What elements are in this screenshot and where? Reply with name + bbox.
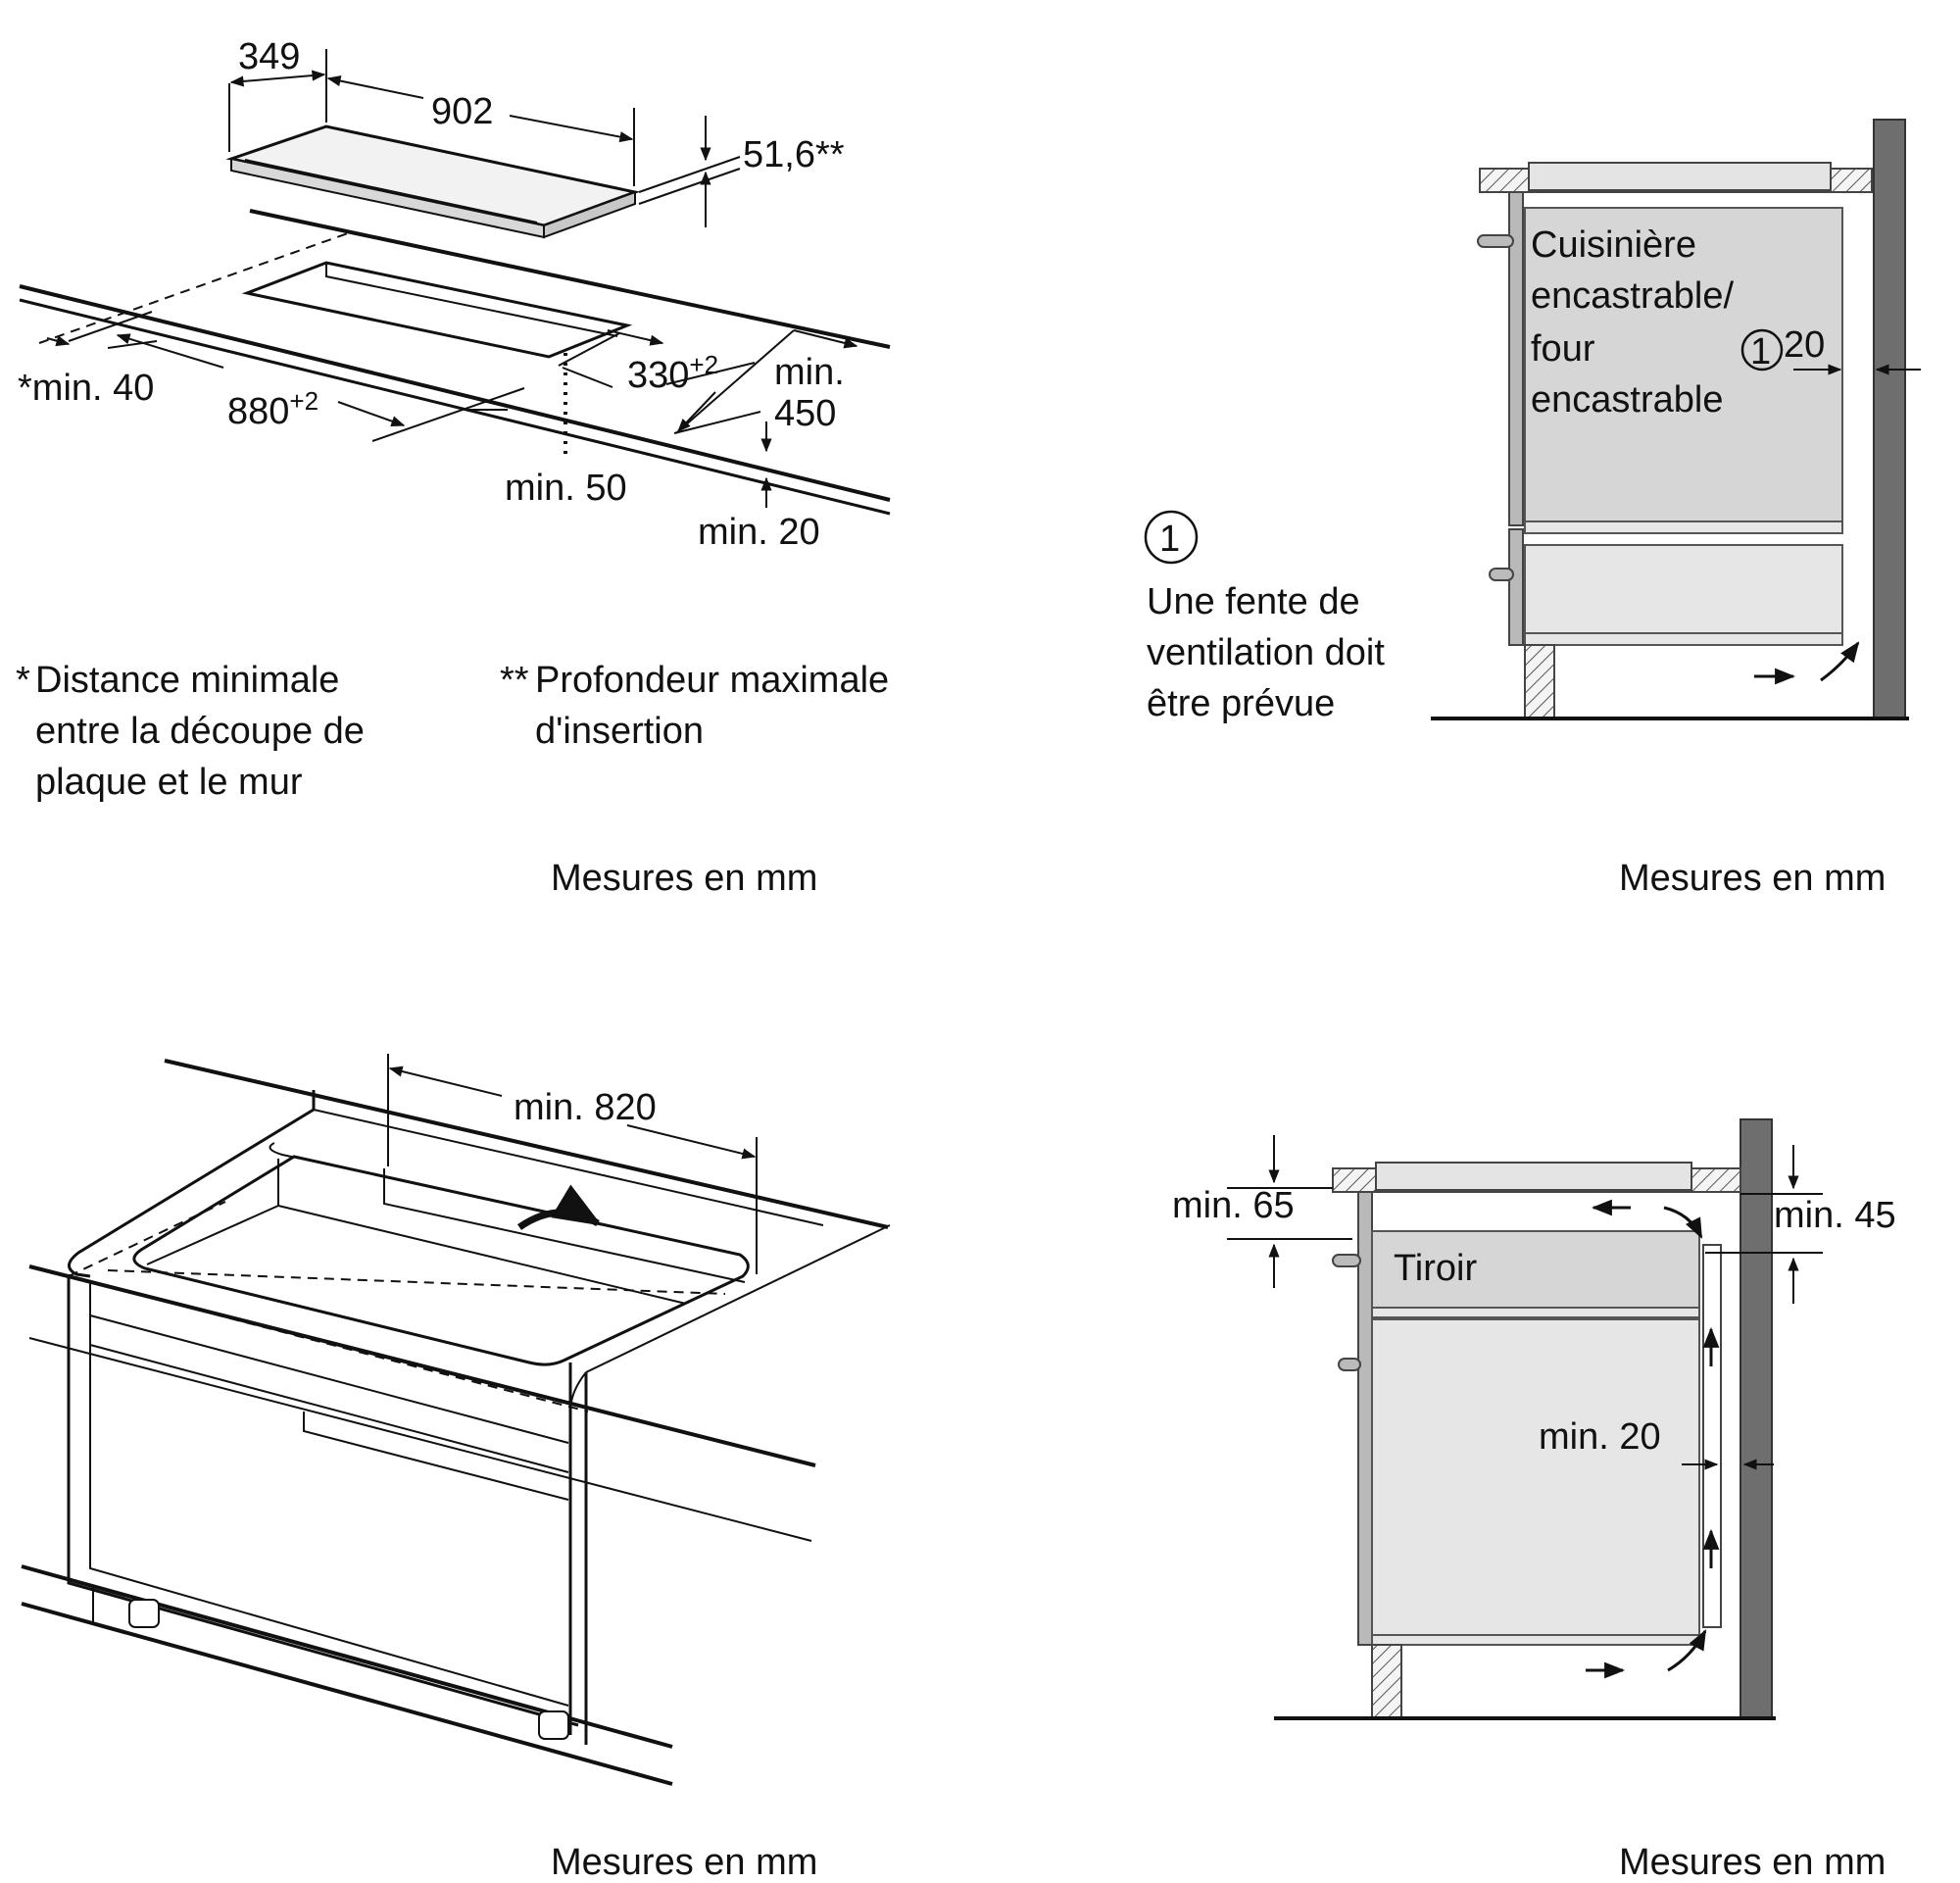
note-dstar-mark: ** [500,660,529,701]
legend-marker: 1 [1159,519,1180,560]
worktop-left-edge [68,1090,316,1278]
oven-body [1371,1318,1700,1636]
dim-min-20: min. 20 [698,512,820,553]
legend-line-3: être prévue [1147,683,1335,724]
dim-330: 330+2 [627,350,718,396]
note-star-line-1: Distance minimale [35,660,339,701]
dim-min-50: min. 50 [505,468,627,509]
dim-min-40: *min. 40 [18,368,154,409]
appliance-line-4: encastrable [1531,379,1723,421]
drawer-body [1524,544,1843,634]
panel-hob-cutout: 349 902 51,6** *min. 40 880+2 [16,36,891,899]
worktop-drawing [19,209,891,516]
dim-880: 880+2 [227,386,318,432]
airflow-arrow [516,1184,603,1230]
drawer-box [1371,1230,1700,1309]
note-star-line-3: plaque et le mur [35,762,303,803]
panel-drawer-installation: Tiroir min. 65 min. 45 min. 20 Mesures e… [1172,1118,1896,1883]
note-star-line-2: entre la découpe de [35,711,365,752]
wall [1740,1118,1773,1718]
cabinet-side [1508,191,1524,526]
dim-min-45: min. 45 [1774,1195,1896,1236]
note-dstar-line-2: d'insertion [535,711,704,752]
legend-line-1: Une fente de [1147,581,1360,622]
gap-20: 20 [1784,324,1825,366]
note-dstar-line-1: Profondeur maximale [535,660,889,701]
airflow-curve-arrow [1820,641,1860,682]
hob-section [1528,162,1832,191]
appliance-line-1: Cuisinière [1531,224,1696,266]
plinth-foot [1371,1644,1402,1718]
circle-marker-text: 1 [1750,331,1771,372]
note-star-mark: * [16,660,30,701]
legend-line-2: ventilation doit [1147,632,1385,673]
oven-handle [1477,234,1514,248]
dim-min-65: min. 65 [1172,1185,1295,1226]
dim-min-20: min. 20 [1539,1416,1661,1458]
units-label-tr: Mesures en mm [1619,858,1886,899]
drawer-label: Tiroir [1394,1248,1477,1289]
dim-51-6: 51,6** [743,134,845,175]
units-label-tl: Mesures en mm [551,858,817,899]
legend-circle [1144,510,1199,565]
hob-drawing [225,124,641,239]
dim-902: 902 [431,91,493,132]
plinth-foot [1524,644,1555,719]
units-label-bl: Mesures en mm [551,1842,817,1883]
dim-min-450-a: min. [774,352,845,393]
hob-section [1375,1162,1692,1191]
dim-min-450-b: 450 [774,393,836,434]
dim-349: 349 [238,36,300,77]
oven-body [1524,207,1843,522]
panel-built-in-oven: Cuisinière encastrable/ four encastrable… [1144,119,1921,899]
appliance-line-3: four [1531,328,1595,370]
units-label-br: Mesures en mm [1619,1842,1886,1883]
circle-marker-1 [1740,328,1784,372]
dim-min-820: min. 820 [514,1087,657,1128]
panel-cabinet-perspective: min. 820 Mesures en mm [21,1054,891,1883]
appliance-line-2: encastrable/ [1531,275,1734,317]
cabinet-foot [128,1599,160,1628]
wall [1873,119,1906,719]
